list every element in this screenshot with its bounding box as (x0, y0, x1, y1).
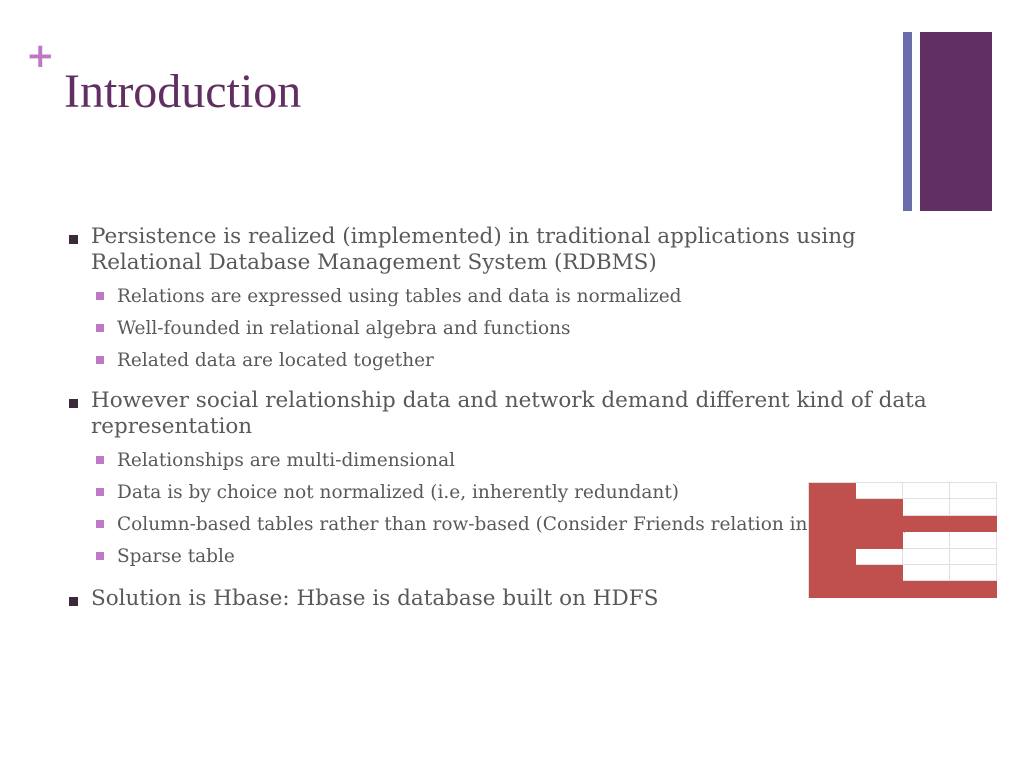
sparse-table-cell-empty (856, 548, 903, 565)
sparse-table-cell-empty (950, 532, 997, 549)
sparse-table-cell-empty (903, 564, 950, 582)
sparse-table-cell-filled (809, 581, 856, 598)
sparse-table-cell-filled (809, 548, 856, 565)
sparse-table-cell-filled (856, 564, 903, 582)
slide-content: Persistence is realized (implemented) in… (68, 224, 928, 612)
sub-bullet-sparse-table: Sparse table (94, 545, 928, 568)
sparse-table-cell-empty (903, 499, 950, 516)
sparse-table-cell-empty (950, 564, 997, 582)
sparse-table-cell-empty (903, 532, 950, 549)
sparse-table-cell-filled (809, 515, 856, 533)
sub-bullet-column-based: Column-based tables rather than row-base… (94, 513, 928, 536)
sparse-table-cell-empty (856, 483, 903, 500)
decorative-bar-wide (920, 32, 992, 211)
slide-title: Introduction (64, 65, 302, 118)
bullet-social-data: However social relationship data and net… (68, 388, 928, 440)
sparse-table-cell-filled (950, 515, 997, 533)
sparse-table-cell-filled (856, 581, 903, 598)
sparse-table-cell-filled (903, 515, 950, 533)
sparse-table-cell-filled (809, 483, 856, 500)
sparse-table-cell-empty (903, 483, 950, 500)
sparse-table-cell-empty (950, 499, 997, 516)
bullet-solution: Solution is Hbase: Hbase is database bui… (68, 586, 928, 612)
sparse-table-cell-empty (903, 548, 950, 565)
sparse-table-cell-filled (856, 499, 903, 516)
sub-bullet-well-founded: Well-founded in relational algebra and f… (94, 317, 928, 340)
sparse-table-cell-filled (903, 581, 950, 598)
sparse-table-cell-filled (856, 515, 903, 533)
sparse-table-cell-filled (809, 564, 856, 582)
sparse-table-graphic (808, 482, 997, 598)
sparse-table-cell-filled (950, 581, 997, 598)
sub-bullet-not-normalized: Data is by choice not normalized (i.e, i… (94, 481, 928, 504)
sparse-table-cell-filled (856, 532, 903, 549)
sparse-table-cell-filled (809, 499, 856, 516)
sparse-table-cell-empty (950, 483, 997, 500)
sub-bullet-multi-dimensional: Relationships are multi-dimensional (94, 449, 928, 472)
plus-icon: + (26, 36, 55, 76)
bullet-persistence: Persistence is realized (implemented) in… (68, 224, 928, 276)
sparse-table-cell-filled (809, 532, 856, 549)
sub-bullet-related-data: Related data are located together (94, 349, 928, 372)
decorative-bar-thin (903, 32, 912, 211)
sparse-table-cell-empty (950, 548, 997, 565)
sub-bullet-relations: Relations are expressed using tables and… (94, 285, 928, 308)
